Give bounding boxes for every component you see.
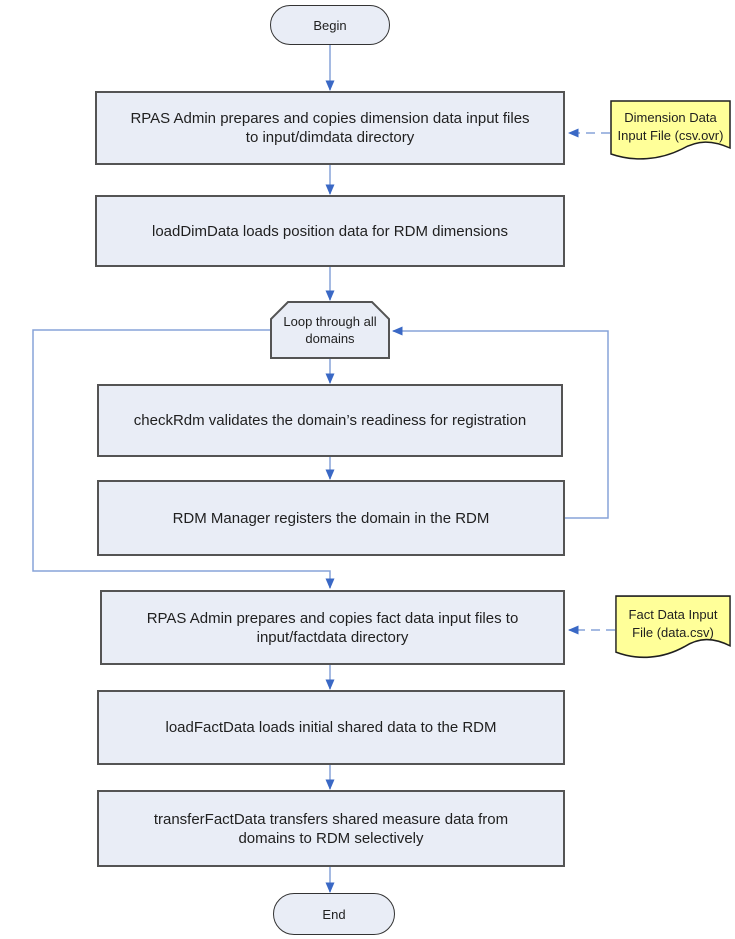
document-shape-icon [615,595,731,659]
note-dimension-label: Dimension Data Input File (csv.ovr) [617,110,724,143]
end-terminator: End [273,893,395,935]
process-prepare-fact-data: RPAS Admin prepares and copies fact data… [100,590,565,665]
process-check-rdm: checkRdm validates the domain’s readines… [97,384,563,457]
process-transfer-fact-data-label: transferFactData transfers shared measur… [153,810,509,847]
note-fact-data-input-file: Fact Data Input File (data.csv) [615,595,731,667]
process-transfer-fact-data: transferFactData transfers shared measur… [97,790,565,867]
process-load-fact-data: loadFactData loads initial shared data t… [97,690,565,765]
process-prepare-fact-data-label: RPAS Admin prepares and copies fact data… [146,609,519,646]
note-dimension-data-input-file: Dimension Data Input File (csv.ovr) [610,100,731,168]
process-prepare-dim-data: RPAS Admin prepares and copies dimension… [95,91,565,165]
end-label: End [322,906,346,922]
begin-terminator: Begin [270,5,390,45]
loop-limit-shape-icon [270,301,390,359]
process-load-dim-data-label: loadDimData loads position data for RDM … [151,222,508,240]
process-load-fact-data-label: loadFactData loads initial shared data t… [165,719,497,736]
loop-limit-all-domains: Loop through all domains [270,301,390,359]
process-load-dim-data: loadDimData loads position data for RDM … [95,195,565,267]
process-rdm-manager-register: RDM Manager registers the domain in the … [97,480,565,556]
process-check-rdm-label: checkRdm validates the domain’s readines… [133,412,527,429]
begin-label: Begin [313,17,347,33]
document-shape-icon [610,100,731,160]
note-fact-label: Fact Data Input File (data.csv) [628,607,718,640]
loop-limit-label: Loop through all domains [283,314,377,346]
process-rdm-manager-register-label: RDM Manager registers the domain in the … [172,509,490,527]
process-prepare-dim-data-label: RPAS Admin prepares and copies dimension… [130,110,530,146]
